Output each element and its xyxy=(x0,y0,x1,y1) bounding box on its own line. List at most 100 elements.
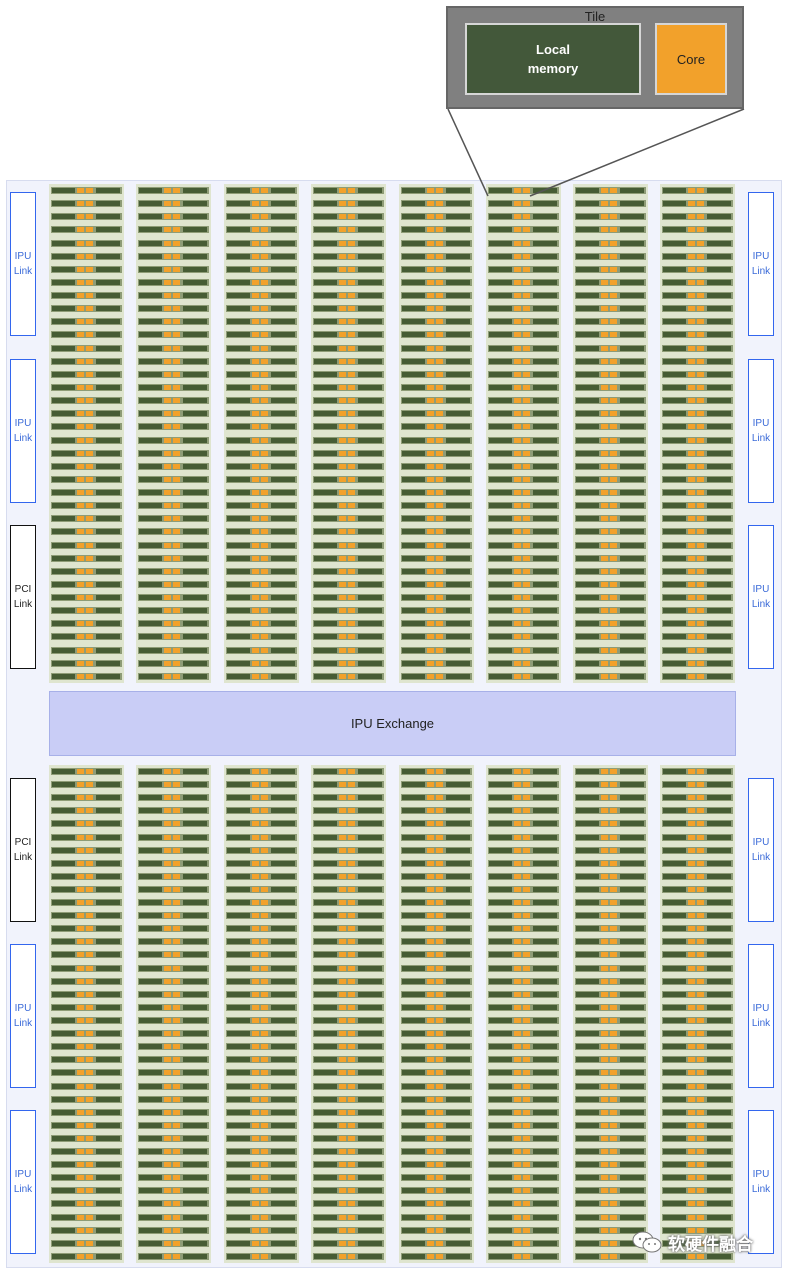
tile-row xyxy=(488,1043,559,1050)
tile-core xyxy=(339,1070,346,1075)
tile-row xyxy=(401,371,472,378)
tile-memory xyxy=(52,529,75,534)
tile-memory xyxy=(707,280,731,285)
tile-row xyxy=(226,489,297,496)
tile-memory xyxy=(446,227,470,232)
tile-row xyxy=(138,1200,209,1207)
tile-row xyxy=(488,331,559,338)
tile-core xyxy=(610,543,617,548)
tile-memory xyxy=(533,346,557,351)
tile-core xyxy=(261,241,268,246)
tile-row xyxy=(51,305,122,312)
tile-core xyxy=(523,1149,530,1154)
tile-core xyxy=(523,332,530,337)
tile-memory xyxy=(358,979,382,984)
tile-core xyxy=(77,1110,84,1115)
tile-row xyxy=(401,847,472,854)
left-link-6: IPU Link xyxy=(10,1110,36,1254)
tile-memory xyxy=(576,1136,599,1141)
tile-memory xyxy=(620,188,644,193)
tile-memory xyxy=(576,582,599,587)
tile-core xyxy=(514,966,521,971)
tile-memory xyxy=(489,1005,512,1010)
tile-row xyxy=(226,834,297,841)
tile-core xyxy=(164,821,171,826)
tile-memory xyxy=(663,595,686,600)
tile-memory xyxy=(576,398,599,403)
tile-memory xyxy=(402,887,425,892)
tile-core xyxy=(86,438,93,443)
tile-memory xyxy=(576,424,599,429)
tile-row xyxy=(226,515,297,522)
tile-row xyxy=(138,345,209,352)
tile-memory xyxy=(446,306,470,311)
tile-core xyxy=(688,1162,695,1167)
tile-core xyxy=(523,516,530,521)
tile-memory xyxy=(620,795,644,800)
tile-core xyxy=(610,952,617,957)
tile-memory xyxy=(183,280,207,285)
tile-memory xyxy=(358,490,382,495)
tile-memory xyxy=(489,795,512,800)
tile-memory xyxy=(227,952,250,957)
tile-memory xyxy=(96,201,120,206)
tile-core xyxy=(436,621,443,626)
tile-memory xyxy=(489,992,512,997)
tile-memory xyxy=(533,529,557,534)
tile-row xyxy=(488,1109,559,1116)
tile-memory xyxy=(52,293,75,298)
tile-core xyxy=(252,569,259,574)
tile-row xyxy=(662,266,733,273)
tile-core xyxy=(523,887,530,892)
tile-core xyxy=(523,227,530,232)
tile-core xyxy=(601,1084,608,1089)
tile-core xyxy=(697,769,704,774)
tile-core xyxy=(523,1005,530,1010)
tile-memory xyxy=(663,979,686,984)
tile-memory xyxy=(96,782,120,787)
tile-row xyxy=(313,437,384,444)
tile-memory xyxy=(227,939,250,944)
tile-memory xyxy=(52,1162,75,1167)
tile-core xyxy=(77,634,84,639)
tile-memory xyxy=(533,926,557,931)
tile-core xyxy=(164,359,171,364)
tile-row xyxy=(488,1122,559,1129)
tile-memory xyxy=(663,503,686,508)
tile-core xyxy=(688,188,695,193)
tile-core xyxy=(164,398,171,403)
tile-core xyxy=(523,835,530,840)
left-link-5: IPU Link xyxy=(10,944,36,1088)
ipu-exchange-label: IPU Exchange xyxy=(350,716,435,731)
tile-memory xyxy=(489,1070,512,1075)
tile-core xyxy=(601,543,608,548)
tile-row xyxy=(488,673,559,680)
tile-core xyxy=(514,490,521,495)
tile-memory xyxy=(402,254,425,259)
tile-core xyxy=(261,1018,268,1023)
tile-core xyxy=(436,280,443,285)
tile-core xyxy=(610,900,617,905)
tile-core xyxy=(601,1254,608,1259)
tile-core xyxy=(164,464,171,469)
tile-memory xyxy=(707,595,731,600)
tile-core xyxy=(77,556,84,561)
tile-core xyxy=(77,992,84,997)
tile-core xyxy=(261,359,268,364)
right-link-1: IPU Link xyxy=(748,192,774,336)
tile-core xyxy=(436,648,443,653)
tile-core xyxy=(261,874,268,879)
tile-core xyxy=(252,1254,259,1259)
tile-memory xyxy=(446,1136,470,1141)
tile-memory xyxy=(576,503,599,508)
tile-row xyxy=(313,463,384,470)
tile-memory xyxy=(139,1018,162,1023)
tile-core xyxy=(697,661,704,666)
tile-core xyxy=(610,1057,617,1062)
tile-core xyxy=(523,346,530,351)
tile-core xyxy=(436,1201,443,1206)
tile-core xyxy=(436,543,443,548)
tile-row xyxy=(138,1056,209,1063)
tile-core xyxy=(339,913,346,918)
tile-memory xyxy=(576,1188,599,1193)
